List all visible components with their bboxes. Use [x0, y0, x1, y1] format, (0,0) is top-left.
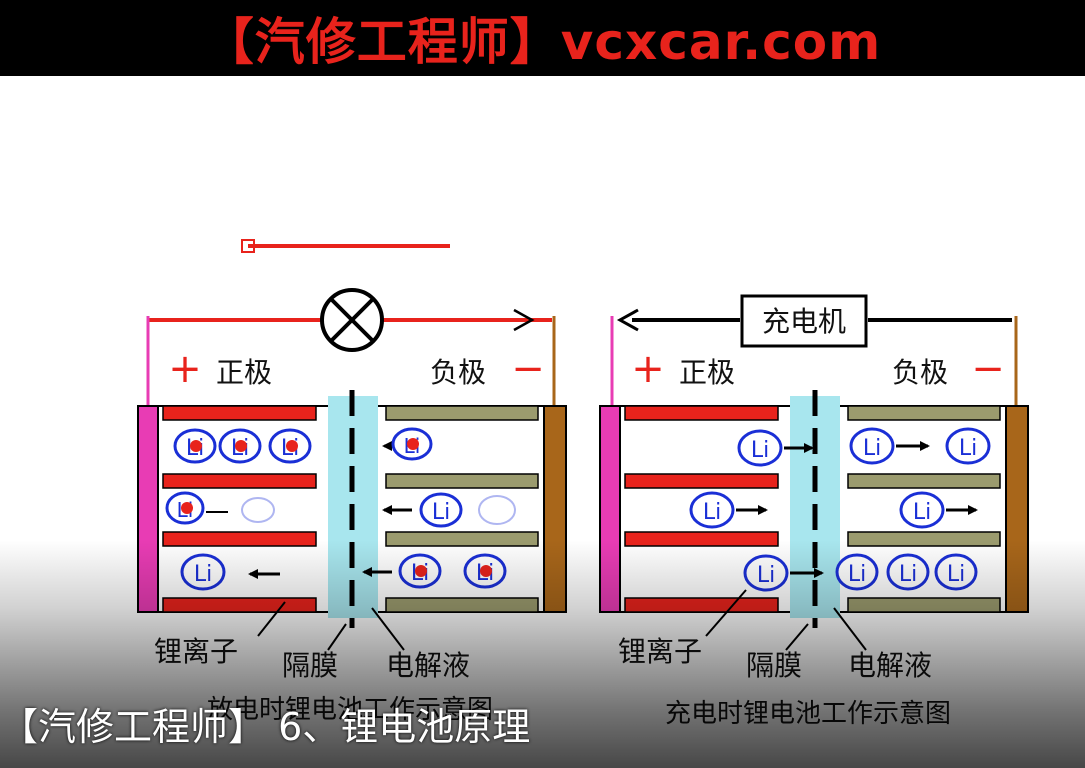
svg-text:Li: Li [848, 562, 866, 587]
svg-text:Li: Li [751, 438, 769, 463]
cathode-plate [624, 405, 779, 421]
lithium-ion: Li [886, 553, 930, 591]
anode-plate [847, 531, 1001, 547]
electrolyte-callout: 电解液 [386, 649, 470, 682]
lithium-ion: Li [419, 492, 463, 528]
video-subtitle: 【汽修工程师】 6、锂电池原理 [0, 705, 531, 749]
lithium-ion: Li [689, 491, 735, 529]
discharge-diagram: + 正极 负极 − Li Li Li Li Li Li [137, 239, 567, 725]
anode-collector [543, 405, 567, 613]
lithium-ion [478, 495, 516, 525]
callout-leader [833, 607, 867, 651]
svg-text:Li: Li [703, 500, 721, 525]
anode-plate [847, 405, 1001, 421]
lithium-ion [241, 497, 275, 523]
lithium-ion: Li [463, 553, 507, 589]
lithium-ion-callout: 锂离子 [618, 635, 702, 668]
cathode-plate [162, 473, 317, 489]
svg-text:Li: Li [899, 562, 917, 587]
anode-plate [385, 597, 539, 613]
top-banner: 【汽修工程师】vcxcar.com [0, 0, 1085, 76]
lithium-ion: Li [391, 427, 433, 461]
anode-collector [1005, 405, 1029, 613]
cathode-plate [624, 473, 779, 489]
negative-electrode-label: 负极 [430, 356, 486, 389]
lithium-ion: Li [218, 428, 262, 464]
banner-title: 【汽修工程师】vcxcar.com [203, 13, 882, 71]
electrolyte-callout: 电解液 [848, 649, 932, 682]
svg-text:Li: Li [863, 436, 881, 461]
separator-callout: 隔膜 [746, 649, 802, 682]
anode-plate [385, 531, 539, 547]
lithium-ion: Li [743, 554, 789, 592]
charger-label: 充电机 [762, 305, 846, 338]
cathode-plate [624, 531, 779, 547]
current-arrow-head [616, 308, 639, 332]
positive-sign: + [631, 346, 665, 392]
charger-box [740, 294, 868, 348]
callout-leader [371, 607, 405, 651]
cathode-plate [162, 597, 317, 613]
lithium-ion: Li [945, 427, 991, 465]
cathode-plate [162, 405, 317, 421]
lithium-ion-callout: 锂离子 [154, 635, 238, 668]
current-arrow-head [513, 308, 535, 332]
svg-text:Li: Li [432, 500, 450, 525]
lithium-ion: Li [173, 428, 217, 464]
cathode-collector [599, 405, 621, 613]
svg-text:Li: Li [757, 563, 775, 588]
separator-callout: 隔膜 [282, 649, 338, 682]
lithium-ion: Li [899, 491, 945, 529]
positive-electrode-label: 正极 [216, 356, 272, 389]
cathode-plate [162, 531, 317, 547]
charge-caption: 充电时锂电池工作示意图 [665, 699, 951, 729]
cathode-plate [624, 597, 779, 613]
callout-leader [785, 623, 809, 651]
callout-leader [327, 623, 347, 651]
negative-electrode-label: 负极 [892, 356, 948, 389]
positive-electrode-label: 正极 [679, 356, 735, 389]
lithium-ion: Li [849, 427, 895, 465]
anode-plate [385, 473, 539, 489]
cathode-collector [137, 405, 159, 613]
lithium-ion: Li [398, 553, 442, 589]
anode-plate [385, 405, 539, 421]
svg-text:Li: Li [947, 562, 965, 587]
svg-text:Li: Li [913, 500, 931, 525]
anode-plate [847, 597, 1001, 613]
lithium-ion: Li [180, 553, 226, 591]
lamp-icon [320, 288, 384, 352]
negative-sign: − [971, 346, 1005, 392]
svg-text:Li: Li [959, 436, 977, 461]
svg-text:Li: Li [194, 562, 212, 587]
anode-plate [847, 473, 1001, 489]
positive-sign: + [168, 346, 202, 392]
charge-diagram: 充电机 + 正极 负极 − Li Li Li Li Li Li L [599, 294, 1029, 729]
negative-sign: − [511, 346, 545, 392]
lithium-ion: Li [268, 428, 312, 464]
lithium-ion: Li [934, 553, 978, 591]
lithium-ion: Li [737, 429, 783, 467]
lithium-ion: Li [165, 491, 205, 525]
lithium-ion: Li [835, 553, 879, 591]
